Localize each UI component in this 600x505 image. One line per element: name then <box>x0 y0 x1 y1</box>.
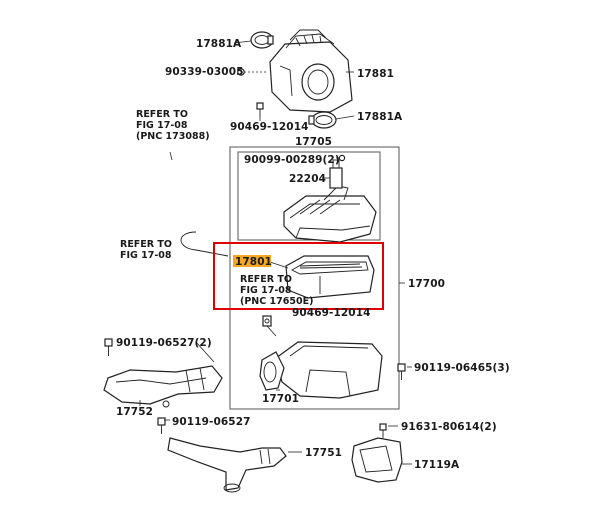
bolt-90119-left[interactable] <box>104 338 113 356</box>
label-90339-03005: 90339-03005 <box>165 66 244 78</box>
screw-90099[interactable] <box>338 154 346 162</box>
ref-top-line1: REFER TO <box>136 109 188 120</box>
ref-top-leader <box>169 151 173 161</box>
bolt-90469-mid[interactable] <box>262 315 272 327</box>
label-17881a-bottom: 17881A <box>357 111 403 123</box>
label-90099-00289: 90099-00289(2) <box>244 154 340 166</box>
intake-duct-17881[interactable] <box>269 29 353 113</box>
assembly-box-17700 <box>229 146 400 410</box>
label-17700: 17700 <box>408 278 445 290</box>
ref-hose <box>180 231 229 257</box>
air-cleaner-case-17701[interactable] <box>259 341 383 399</box>
label-90119-06527-2: 90119-06527(2) <box>116 337 212 349</box>
highlight-box <box>213 242 384 310</box>
highlight-label-bg <box>233 255 271 267</box>
ref-filter-line1: REFER TO <box>240 274 292 285</box>
label-17119a: 17119A <box>414 459 460 471</box>
bolt-90469-top[interactable] <box>256 102 264 118</box>
clamp-17881a-top[interactable] <box>250 31 274 49</box>
ref-left-line1: REFER TO <box>120 239 172 250</box>
clamp-17881a-bottom[interactable] <box>308 111 337 129</box>
label-90119-06465-3: 90119-06465(3) <box>414 362 510 374</box>
air-inlet-17752[interactable] <box>103 365 223 408</box>
air-filter-element-17801[interactable] <box>285 255 375 299</box>
bolt-91631[interactable] <box>379 423 387 438</box>
bracket-17119a[interactable] <box>351 437 403 483</box>
assembly-box-17705 <box>237 151 381 241</box>
leader <box>335 115 355 120</box>
screw-90339[interactable] <box>237 68 266 76</box>
ref-filter-line3: (PNC 17650E) <box>240 296 313 307</box>
leader <box>269 261 289 269</box>
label-90469-mid: 90469-12014 <box>292 307 371 319</box>
label-91631-80614: 91631-80614(2) <box>401 421 497 433</box>
leader <box>266 325 277 337</box>
label-17881a-top: 17881A <box>196 38 242 50</box>
label-17801: 17801 <box>235 256 272 268</box>
leader <box>195 341 215 363</box>
bolt-90119-right[interactable] <box>397 363 406 380</box>
bolt-90119-bottom[interactable] <box>157 417 166 434</box>
label-17701: 17701 <box>262 393 299 405</box>
air-duct-17751[interactable] <box>167 437 287 493</box>
ref-top-line2: FIG 17-08 <box>136 120 188 131</box>
label-90119-06527: 90119-06527 <box>172 416 251 428</box>
air-cleaner-cap[interactable] <box>283 185 377 243</box>
label-90469-top: 90469-12014 <box>230 121 309 133</box>
ref-filter-line2: FIG 17-08 <box>240 285 292 296</box>
ref-top-line3: (PNC 173088) <box>136 131 210 142</box>
airflow-sensor-22204[interactable] <box>329 159 343 189</box>
ref-left-line2: FIG 17-08 <box>120 250 172 261</box>
label-17705: 17705 <box>295 136 332 148</box>
label-22204: 22204 <box>289 173 326 185</box>
label-17751: 17751 <box>305 447 342 459</box>
leader <box>233 40 252 44</box>
label-17881: 17881 <box>357 68 394 80</box>
label-17752: 17752 <box>116 406 153 418</box>
